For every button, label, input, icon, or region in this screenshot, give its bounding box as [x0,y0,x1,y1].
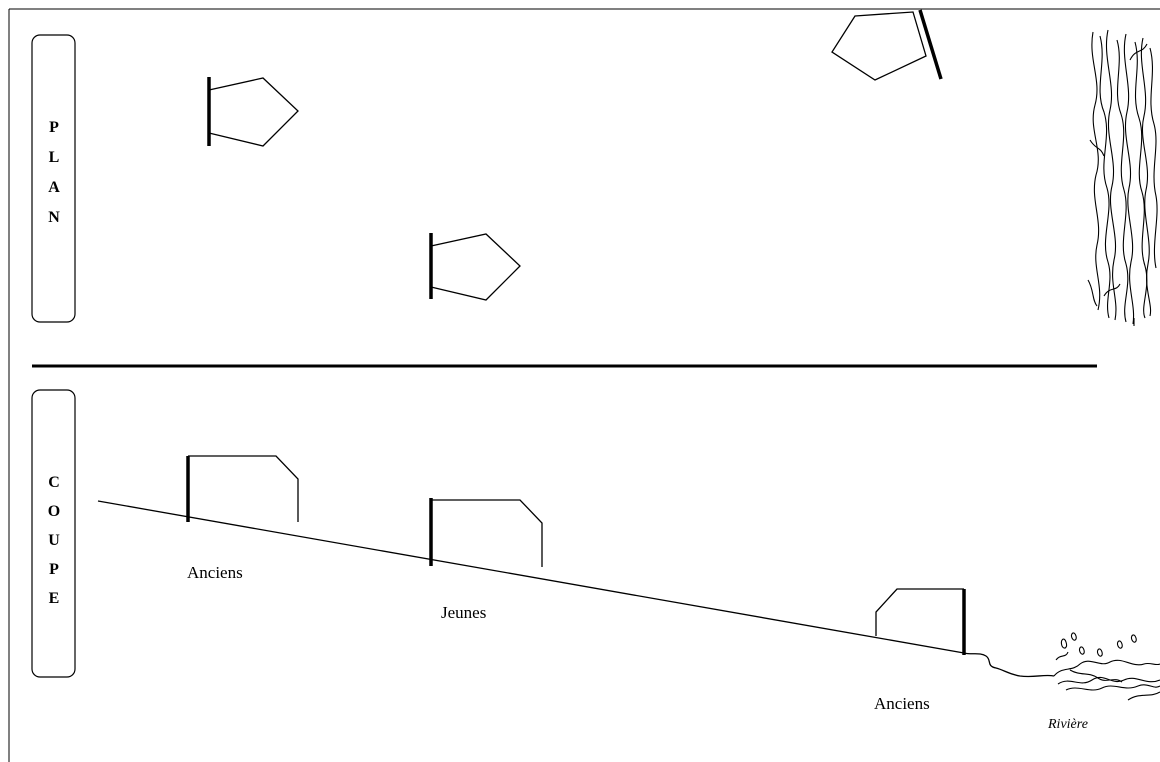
hut-section-icon [188,456,298,522]
plan-letter: P [49,119,59,136]
coupe-letter: E [49,590,60,607]
forest-icon [1088,30,1157,326]
coupe-letter: U [48,532,60,549]
plan-letter: N [48,209,60,226]
label-anciens-right: Anciens [874,694,930,713]
plan-section: P L A N [32,10,1157,326]
hut-plan-icon [431,233,520,300]
coupe-letter: C [48,474,60,491]
coupe-letter: P [49,561,59,578]
hut-section-icon [431,498,542,567]
label-jeunes: Jeunes [441,603,486,622]
plan-letter: L [49,149,60,166]
label-anciens-left: Anciens [187,563,243,582]
river-icon [1054,633,1160,700]
label-river: Rivière [1047,717,1088,732]
plan-letter: A [48,179,60,196]
hut-plan-icon [209,77,298,146]
coupe-letter: O [48,503,60,520]
riverbank-line [964,653,1054,677]
hut-plan-icon [832,10,941,80]
coupe-section: C O U P E [32,390,1160,732]
